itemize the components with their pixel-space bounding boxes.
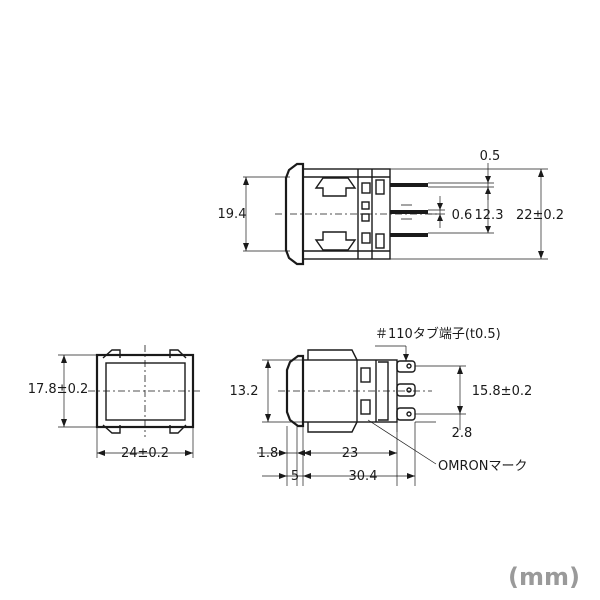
- side-terminal-middle: [396, 383, 416, 397]
- side-tab-length-label: 2.8: [452, 426, 473, 441]
- top-pitch-label: 12.3: [475, 208, 504, 223]
- side-total-label: 30.4: [349, 469, 378, 484]
- omron-mark-note: OMRONマーク: [438, 459, 527, 474]
- side-height-label: 13.2: [230, 384, 259, 399]
- top-view: 19.4 0.5 0.6 12.3 22±0.2: [218, 149, 564, 266]
- side-view: ＃110タブ端子(t0.5) 13.2 15.8±0.2 2.8 1.8: [230, 326, 533, 486]
- side-bezel-label: 1.8: [258, 446, 279, 461]
- top-terminal-thickness-label: 0.6: [452, 208, 473, 223]
- side-body-label: 23: [342, 446, 359, 461]
- side-terminal-upper: [396, 360, 416, 373]
- front-view-window: [105, 362, 186, 421]
- top-terminal-gap-label: 0.5: [480, 149, 501, 164]
- unit-label: (mm): [508, 563, 580, 591]
- top-height-label: 19.4: [218, 207, 247, 222]
- top-terminal-lower: [390, 233, 428, 237]
- top-terminal-middle: [390, 210, 428, 214]
- top-width-label: 22±0.2: [516, 208, 564, 223]
- front-width-label: 24±0.2: [121, 446, 169, 461]
- top-terminal-upper: [390, 183, 428, 187]
- tab-terminal-note: ＃110タブ端子(t0.5): [375, 326, 501, 342]
- front-height-label: 17.8±0.2: [28, 382, 89, 397]
- front-view: 17.8±0.2 24±0.2: [28, 345, 202, 461]
- front-view-clips: [102, 349, 187, 434]
- side-front-label: 5: [291, 469, 299, 484]
- side-pitch-label: 15.8±0.2: [472, 384, 533, 399]
- side-terminal-lower: [396, 407, 416, 421]
